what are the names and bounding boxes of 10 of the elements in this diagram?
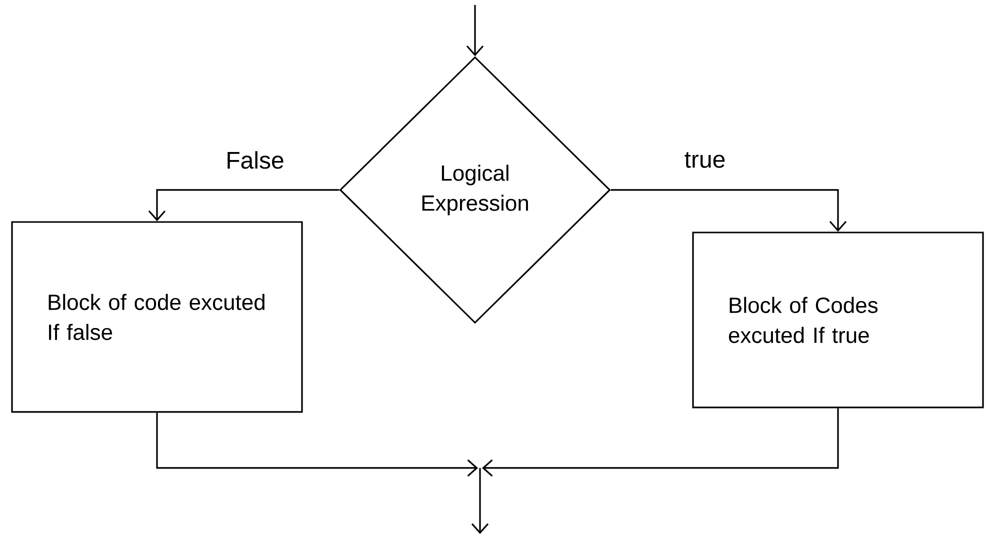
arrow — [156, 412, 478, 477]
edge-label: False — [224, 150, 286, 170]
arrow — [610, 189, 847, 232]
arrow — [466, 5, 484, 56]
process-box: Block of Codes excuted If true — [692, 232, 984, 408]
arrow — [471, 468, 489, 534]
process-box: Block of code excuted If false — [11, 221, 303, 413]
arrow — [482, 408, 839, 477]
arrow — [148, 189, 340, 222]
edge-label: true — [683, 151, 727, 169]
